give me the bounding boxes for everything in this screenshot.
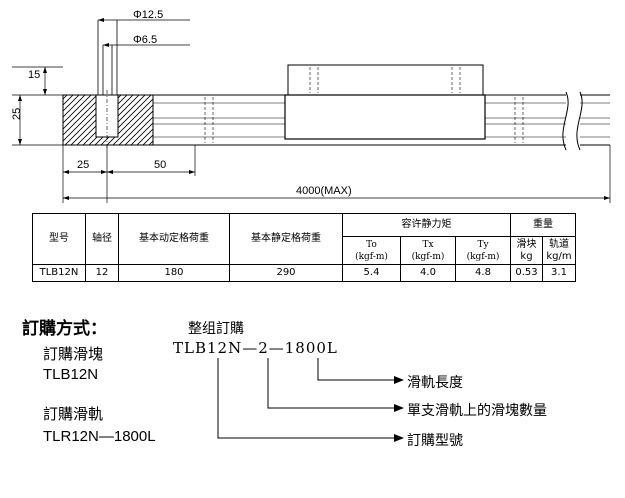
header-ty-unit: (kgf-m) (466, 251, 500, 262)
cell-static: 290 (229, 264, 343, 282)
code-quantity: 2 (258, 339, 269, 357)
order-rail-code: TLR12N—1800L (43, 428, 156, 445)
cell-to: 5.4 (342, 264, 401, 282)
order-rail-title: 訂購滑軌 (43, 405, 104, 423)
cell-block-weight: 0.53 (510, 264, 543, 282)
header-weight: 重量 (510, 213, 576, 237)
header-tx: Tx(kgf-m) (400, 236, 456, 265)
technical-drawing: Φ12.5 Φ6.5 15 25 25 50 4000(MAX) (11, 9, 611, 203)
ordering-title: 訂購方式： (22, 319, 107, 339)
break-symbol (562, 90, 583, 151)
slider-block (284, 64, 486, 140)
callout-rail-length: 滑軌長度 (407, 375, 463, 391)
set-order-title: 整组訂購 (188, 321, 244, 337)
callout-block-quantity: 單支滑軌上的滑塊數量 (407, 403, 547, 419)
dim-height-15: 15 (28, 69, 40, 81)
header-ty: Ty(kgf-m) (455, 236, 511, 265)
header-block-label: 滑块 (516, 238, 537, 250)
rail-end-section (62, 90, 154, 150)
header-model: 型号 (32, 213, 86, 265)
dim-total-length: 4000(MAX) (296, 185, 352, 197)
order-code-example: TLB12N—2—1800L (173, 339, 338, 357)
header-to-unit: (kgf-m) (355, 251, 388, 262)
dim-phi-small: Φ6.5 (133, 34, 157, 46)
table-row: TLB12N 12 180 290 5.4 4.0 4.8 0.53 3.1 (32, 264, 576, 282)
cell-ty: 4.8 (455, 264, 511, 282)
cell-dynamic: 180 (118, 264, 230, 282)
callout-model: 訂購型號 (407, 433, 463, 449)
cell-shaft: 12 (85, 264, 119, 282)
header-dynamic-load: 基本动定格荷重 (118, 213, 230, 265)
dim-phi-large: Φ12.5 (133, 9, 163, 21)
header-tx-unit: (kgf-m) (411, 251, 445, 262)
code-dash-1: — (242, 339, 259, 357)
header-tx-label: Tx (422, 239, 434, 250)
header-shaft: 轴径 (85, 213, 119, 265)
header-to: To(kgf-m) (342, 236, 401, 265)
dim-width-25: 25 (77, 159, 89, 171)
cell-model: TLB12N (32, 264, 86, 282)
code-dash-2: — (268, 339, 285, 357)
order-block-title: 訂購滑塊 (43, 345, 104, 363)
header-to-label: To (366, 239, 377, 250)
code-length: 1800L (284, 339, 338, 357)
header-rail-label: 轨道 (549, 238, 569, 250)
header-rail-unit: kg/m (546, 250, 572, 262)
header-static-load: 基本静定格荷重 (229, 213, 343, 265)
header-block-unit: kg (520, 250, 533, 262)
dim-width-50: 50 (154, 159, 166, 171)
cell-rail-weight: 3.1 (542, 264, 576, 282)
dim-height-25: 25 (11, 108, 23, 120)
bolt-hole-lines (97, 20, 118, 95)
code-model: TLB12N (173, 339, 243, 357)
header-moment: 容许静力矩 (342, 213, 511, 237)
order-block-code: TLB12N (43, 366, 99, 383)
spec-table: 型号 轴径 基本动定格荷重 基本静定格荷重 容许静力矩 重量 To(kgf-m)… (32, 213, 576, 282)
cell-tx: 4.0 (400, 264, 456, 282)
header-ty-label: Ty (477, 239, 489, 250)
